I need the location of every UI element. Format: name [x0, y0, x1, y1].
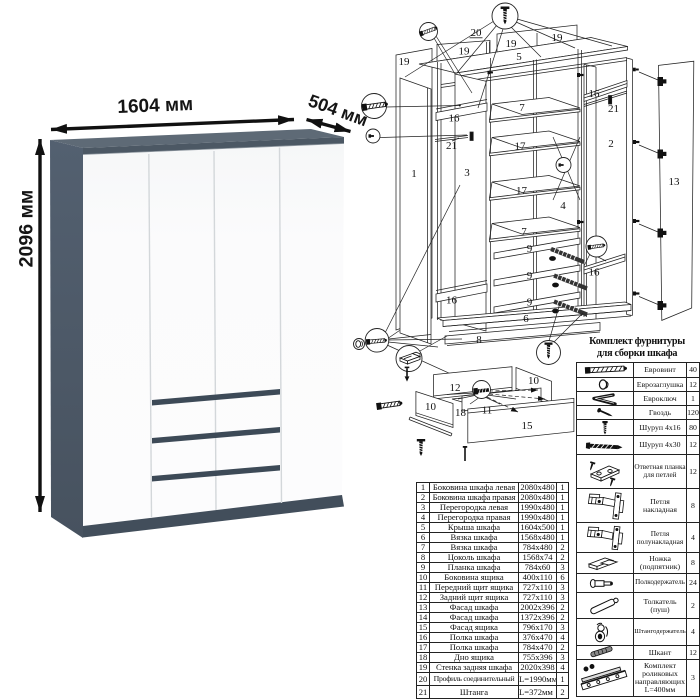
svg-text:18: 18	[455, 407, 467, 419]
svg-text:19: 19	[506, 38, 518, 50]
svg-text:20: 20	[471, 27, 483, 39]
svg-text:9: 9	[527, 270, 533, 282]
svg-text:2096 мм: 2096 мм	[16, 190, 38, 268]
svg-text:10: 10	[425, 401, 437, 413]
svg-text:12: 12	[450, 382, 461, 394]
svg-text:5: 5	[516, 51, 522, 63]
svg-text:17: 17	[516, 185, 528, 197]
svg-text:19: 19	[459, 46, 471, 58]
svg-text:19: 19	[552, 32, 564, 44]
svg-text:4: 4	[560, 200, 566, 212]
svg-text:13: 13	[669, 176, 681, 188]
svg-text:11: 11	[482, 405, 493, 417]
svg-text:7: 7	[519, 102, 525, 114]
svg-text:7: 7	[521, 226, 527, 238]
svg-text:6: 6	[523, 313, 529, 325]
svg-text:16: 16	[589, 88, 601, 100]
svg-text:9: 9	[527, 243, 533, 255]
svg-text:1604 мм: 1604 мм	[117, 94, 193, 118]
svg-text:1: 1	[411, 168, 417, 180]
svg-text:10: 10	[528, 375, 540, 387]
svg-text:16: 16	[449, 113, 461, 125]
svg-text:19: 19	[399, 56, 411, 68]
svg-text:2: 2	[608, 138, 614, 150]
svg-text:21: 21	[446, 140, 457, 152]
svg-text:16: 16	[446, 295, 458, 307]
svg-text:9: 9	[527, 297, 533, 309]
svg-text:16: 16	[589, 267, 601, 279]
svg-text:3: 3	[464, 167, 470, 179]
svg-text:504 мм: 504 мм	[306, 90, 371, 130]
svg-text:15: 15	[522, 420, 534, 432]
svg-text:17: 17	[515, 141, 527, 153]
svg-text:8: 8	[476, 334, 482, 346]
svg-text:21: 21	[608, 103, 619, 115]
